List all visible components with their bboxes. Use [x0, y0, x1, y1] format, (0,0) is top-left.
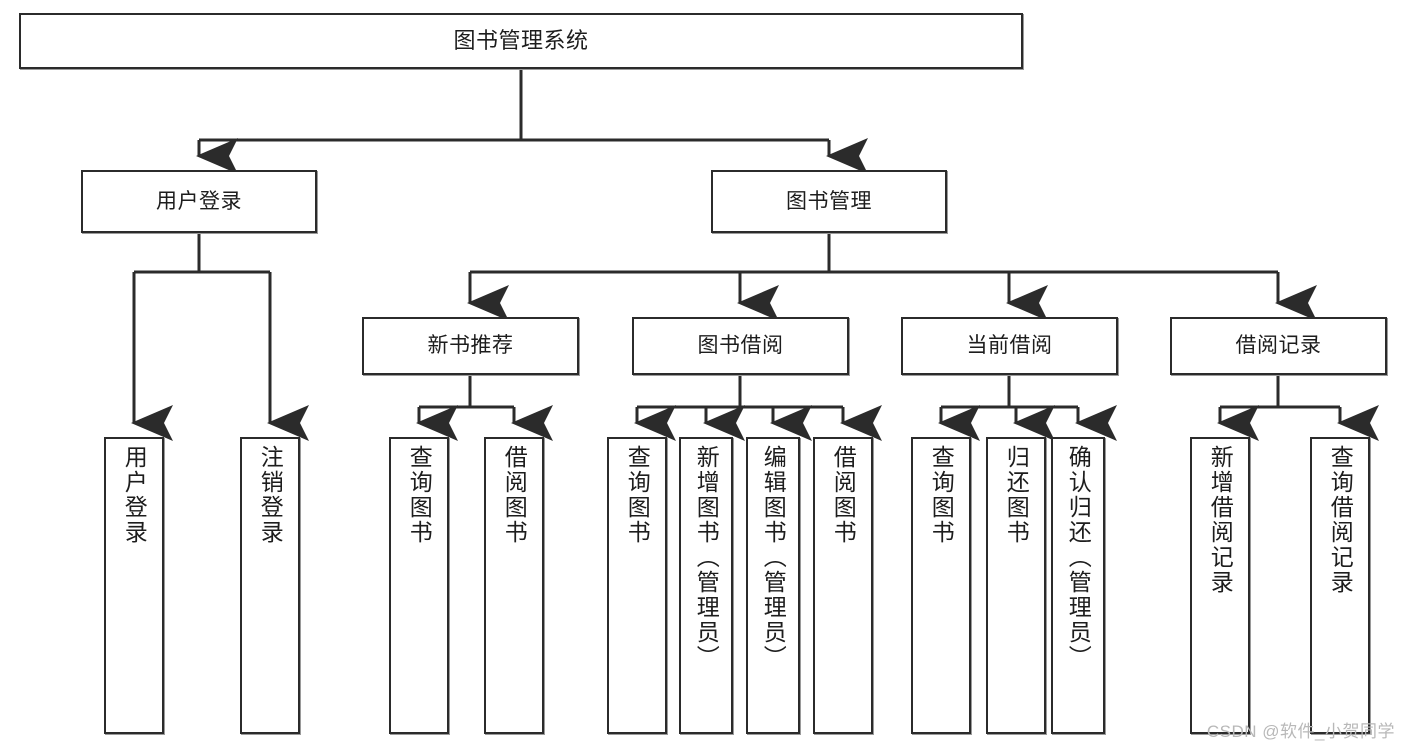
- node-leaf-query-book-1[interactable]: 查询图书: [389, 437, 449, 734]
- node-leaf-confirm-return[interactable]: 确认归还（管理员）: [1051, 437, 1105, 734]
- node-leaf-add-record-label: 新增借阅记录: [1207, 445, 1234, 595]
- node-root[interactable]: 图书管理系统: [19, 13, 1023, 69]
- node-borrow-record-label: 借阅记录: [1235, 334, 1322, 358]
- node-leaf-add-book-label: 新增图书（管理员）: [693, 445, 720, 670]
- node-leaf-add-record[interactable]: 新增借阅记录: [1190, 437, 1250, 734]
- node-leaf-borrow-book-1-label: 借阅图书: [501, 445, 528, 545]
- node-book-borrow-label: 图书借阅: [697, 334, 784, 358]
- node-current-borrow[interactable]: 当前借阅: [901, 317, 1118, 375]
- node-leaf-query-record[interactable]: 查询借阅记录: [1310, 437, 1370, 734]
- node-new-book-rec[interactable]: 新书推荐: [362, 317, 579, 375]
- node-leaf-return-book[interactable]: 归还图书: [986, 437, 1046, 734]
- node-leaf-return-book-label: 归还图书: [1003, 445, 1030, 545]
- node-leaf-borrow-book-2[interactable]: 借阅图书: [813, 437, 873, 734]
- node-leaf-add-book[interactable]: 新增图书（管理员）: [679, 437, 733, 734]
- node-user-login-label: 用户登录: [156, 189, 242, 213]
- node-book-manage-label: 图书管理: [786, 189, 872, 213]
- node-leaf-logout[interactable]: 注销登录: [240, 437, 300, 734]
- node-leaf-user-login-label: 用户登录: [121, 445, 148, 545]
- node-leaf-query-book-3[interactable]: 查询图书: [911, 437, 971, 734]
- node-current-borrow-label: 当前借阅: [966, 334, 1053, 358]
- node-leaf-query-book-3-label: 查询图书: [928, 445, 955, 545]
- node-leaf-borrow-book-1[interactable]: 借阅图书: [484, 437, 544, 734]
- node-leaf-logout-label: 注销登录: [257, 445, 284, 545]
- node-leaf-edit-book-label: 编辑图书（管理员）: [760, 445, 787, 670]
- node-leaf-confirm-return-label: 确认归还（管理员）: [1065, 445, 1092, 670]
- node-leaf-borrow-book-2-label: 借阅图书: [830, 445, 857, 545]
- node-leaf-edit-book[interactable]: 编辑图书（管理员）: [746, 437, 800, 734]
- node-root-label: 图书管理系统: [453, 27, 589, 53]
- node-book-borrow[interactable]: 图书借阅: [632, 317, 849, 375]
- watermark: CSDN @软件_小贺同学: [1206, 722, 1395, 741]
- node-leaf-query-record-label: 查询借阅记录: [1327, 445, 1354, 595]
- node-borrow-record[interactable]: 借阅记录: [1170, 317, 1387, 375]
- node-leaf-query-book-2-label: 查询图书: [624, 445, 651, 545]
- node-leaf-query-book-1-label: 查询图书: [406, 445, 433, 545]
- node-new-book-rec-label: 新书推荐: [427, 334, 514, 358]
- node-leaf-query-book-2[interactable]: 查询图书: [607, 437, 667, 734]
- node-leaf-user-login[interactable]: 用户登录: [104, 437, 164, 734]
- node-book-manage[interactable]: 图书管理: [711, 170, 947, 233]
- node-user-login[interactable]: 用户登录: [81, 170, 317, 233]
